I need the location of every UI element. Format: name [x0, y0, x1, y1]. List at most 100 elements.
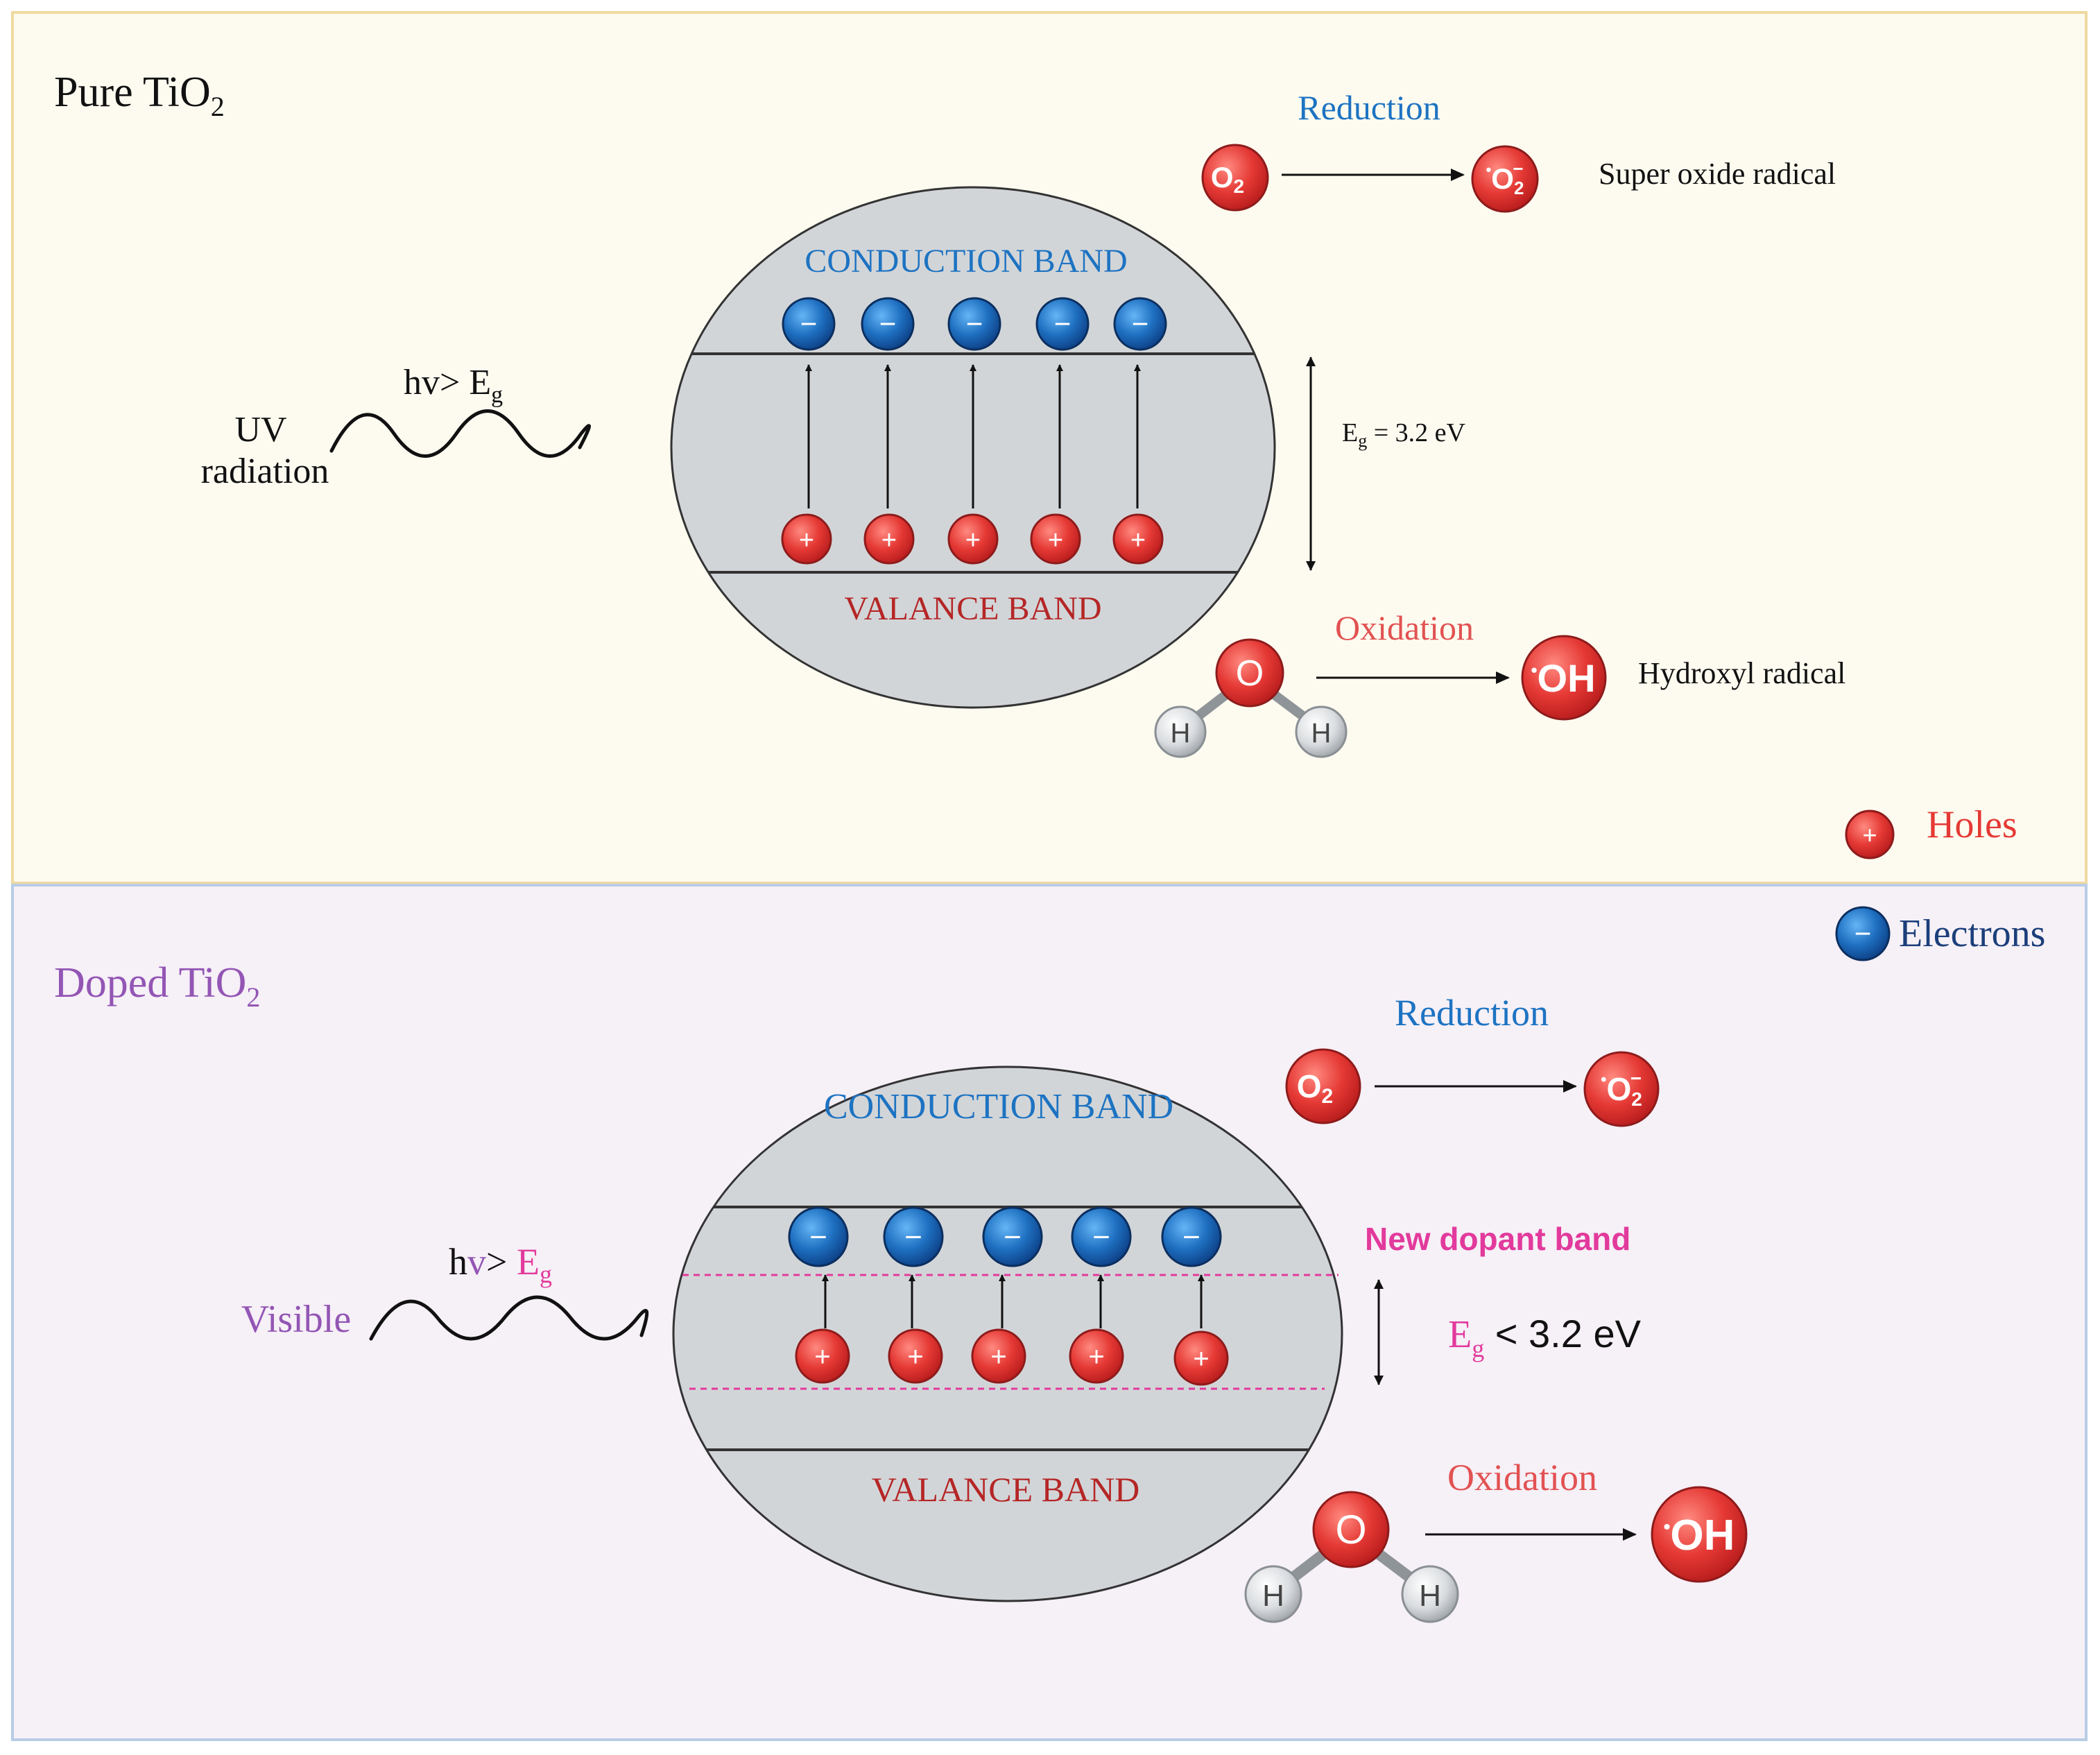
- hole: +: [863, 513, 915, 565]
- svg-text:−: −: [1182, 1220, 1200, 1254]
- doped-water-oxygen: [1312, 1491, 1390, 1568]
- pure-conduction-band-label: CONDUCTION BAND: [804, 243, 1127, 280]
- pure-o2-molecule: O2: [1201, 144, 1269, 212]
- electron: −: [1035, 297, 1090, 351]
- electron: −: [782, 297, 836, 351]
- pure-title: Pure TiO2: [54, 69, 225, 122]
- svg-text:−: −: [1854, 917, 1872, 950]
- hole: +: [781, 513, 832, 565]
- svg-text:O2: O2: [1211, 161, 1244, 197]
- pure-reduction-label: Reduction: [1298, 88, 1440, 127]
- svg-text:−: −: [966, 307, 983, 340]
- pure-superoxide-label: Super oxide radical: [1599, 157, 1836, 191]
- svg-text:O2: O2: [1297, 1068, 1333, 1108]
- electron: −: [982, 1206, 1043, 1267]
- svg-text:•OH: •OH: [1664, 1512, 1735, 1559]
- svg-text:+: +: [1130, 526, 1146, 555]
- svg-text:+: +: [1862, 821, 1877, 849]
- doped-excitation-arrows: [822, 1274, 1205, 1328]
- pure-superoxide-radical: •O2−: [1471, 145, 1539, 213]
- holes-legend-icon: [1845, 810, 1895, 859]
- hole: +: [1112, 513, 1164, 565]
- svg-text:H: H: [1171, 718, 1191, 748]
- electron: −: [788, 1206, 849, 1267]
- hole: +: [947, 513, 999, 565]
- electron: −: [947, 297, 1001, 351]
- pure-water-hydrogen: [1154, 705, 1207, 758]
- pure-oxidation-label: Oxidation: [1335, 608, 1474, 647]
- doped-hydroxyl-radical: •OH: [1651, 1486, 1748, 1583]
- svg-text:•O2−: •O2−: [1486, 158, 1524, 198]
- electron: −: [1071, 1206, 1132, 1267]
- hole: +: [971, 1328, 1026, 1384]
- dopant-band-label: New dopant band: [1365, 1221, 1630, 1257]
- svg-text:+: +: [965, 526, 981, 555]
- electron: −: [861, 297, 915, 351]
- holes-legend: + Holes: [1845, 803, 2017, 859]
- doped-conduction-band-label: CONDUCTION BAND: [824, 1087, 1173, 1127]
- pure-water-oxygen: [1215, 638, 1284, 708]
- pure-particle: CONDUCTION BAND VALANCE BAND − − − − − +…: [670, 186, 1276, 709]
- visible-wave: [369, 1295, 649, 1341]
- holes-legend-label: Holes: [1927, 803, 2017, 846]
- svg-text:−: −: [1004, 1220, 1022, 1254]
- doped-source-label: Visible: [241, 1298, 351, 1341]
- doped-o2-molecule: O2: [1285, 1048, 1361, 1124]
- doped-electrons: − − − − −: [788, 1206, 1222, 1267]
- svg-text:−: −: [809, 1220, 827, 1254]
- svg-text:−: −: [904, 1220, 922, 1254]
- svg-text:+: +: [1088, 1342, 1104, 1372]
- hole: +: [888, 1328, 943, 1384]
- pure-hydroxyl-label: Hydroxyl radical: [1638, 656, 1845, 690]
- doped-reduction-label: Reduction: [1395, 992, 1549, 1034]
- electrons-legend-icon: [1835, 906, 1891, 961]
- svg-text:+: +: [881, 526, 897, 555]
- pure-source-label-line2: radiation: [201, 452, 329, 491]
- hole: +: [1173, 1330, 1229, 1386]
- electrons-legend-label: Electrons: [1899, 912, 2045, 955]
- pure-valance-band-label: VALANCE BAND: [844, 590, 1101, 627]
- uv-wave: [329, 409, 591, 458]
- electron: −: [1161, 1206, 1222, 1267]
- svg-text:−: −: [1132, 307, 1149, 340]
- pure-electrons: − − − − −: [782, 297, 1167, 351]
- doped-oxidation-label: Oxidation: [1447, 1457, 1597, 1498]
- svg-text:−: −: [800, 307, 818, 340]
- pure-excitation-arrows: [805, 364, 1141, 508]
- svg-text:O: O: [1335, 1507, 1366, 1552]
- svg-text:+: +: [907, 1342, 923, 1372]
- svg-text:+: +: [799, 526, 814, 555]
- hole: +: [1030, 513, 1081, 565]
- pure-energy-label: hv> Eg: [404, 363, 503, 408]
- svg-text:•O2−: •O2−: [1601, 1068, 1642, 1110]
- svg-text:•OH: •OH: [1531, 656, 1595, 700]
- svg-text:+: +: [990, 1342, 1006, 1372]
- doped-particle: CONDUCTION BAND VALANCE BAND − − − − − +…: [672, 1065, 1343, 1602]
- electrons-legend: − Electrons: [1835, 906, 2045, 961]
- electron: −: [1113, 297, 1167, 351]
- svg-text:−: −: [879, 307, 897, 340]
- pure-holes: + + + + +: [781, 513, 1164, 565]
- svg-text:H: H: [1311, 718, 1332, 748]
- pure-water-molecule: H H O: [1154, 638, 1348, 758]
- hole: +: [795, 1328, 850, 1384]
- doped-superoxide-radical: •O2−: [1583, 1051, 1660, 1127]
- doped-water-hydrogen: [1401, 1565, 1459, 1623]
- electron: −: [883, 1206, 944, 1267]
- hole: +: [1069, 1328, 1124, 1384]
- doped-holes: + + + + +: [795, 1328, 1229, 1386]
- svg-text:−: −: [1092, 1220, 1110, 1254]
- pure-source-label-line1: UV: [234, 410, 286, 450]
- svg-text:+: +: [814, 1342, 830, 1372]
- svg-text:O: O: [1236, 653, 1264, 694]
- svg-text:+: +: [1048, 526, 1063, 555]
- doped-band-gap-label: Eg < 3.2 eV: [1448, 1312, 1642, 1362]
- pure-band-gap-label: Eg = 3.2 eV: [1342, 418, 1466, 451]
- doped-valance-band-label: VALANCE BAND: [872, 1470, 1140, 1509]
- doped-water-molecule: H H O: [1244, 1491, 1459, 1623]
- doped-energy-label: hv> Eg: [449, 1241, 552, 1288]
- svg-text:−: −: [1054, 307, 1071, 340]
- doped-title: Doped TiO2: [54, 959, 260, 1013]
- pure-hydroxyl-radical: •OH: [1521, 635, 1607, 721]
